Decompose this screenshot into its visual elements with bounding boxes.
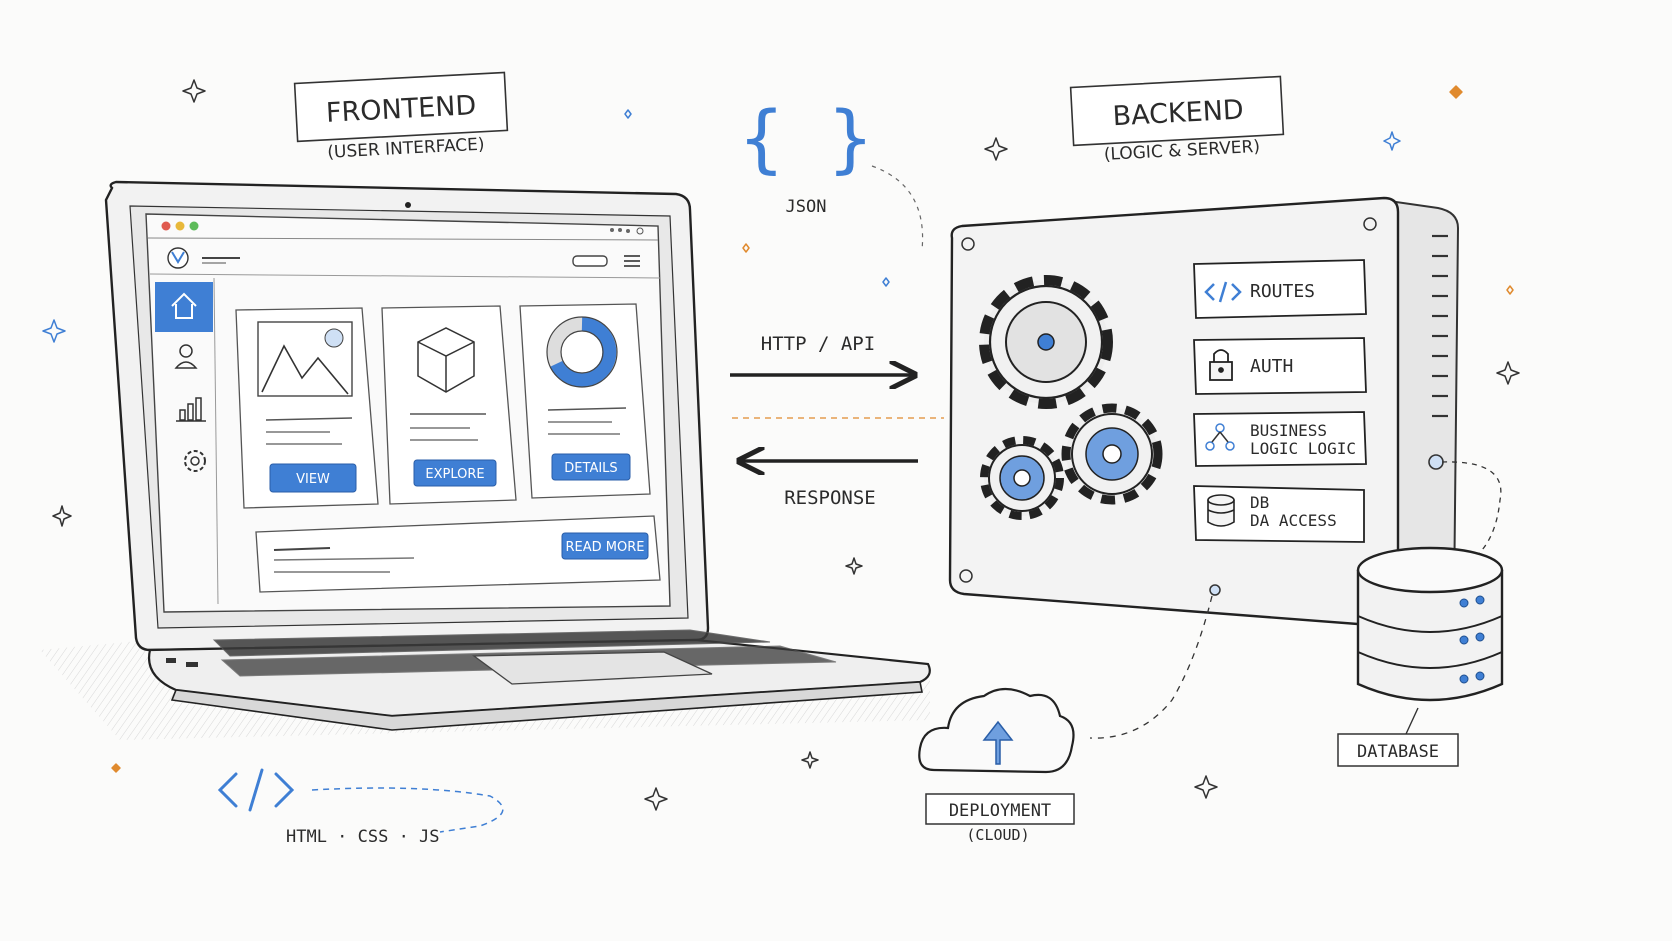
bar-chart-icon — [179, 409, 186, 421]
code-icon — [217, 768, 295, 812]
cube-icon — [417, 327, 475, 393]
deployment-label: DEPLOYMENT — [949, 801, 1051, 821]
network-icon — [1205, 423, 1235, 451]
module-db-access: DB DA ACCESS — [1193, 485, 1365, 543]
backend-label: BACKEND (LOGIC & SERVER) — [1069, 75, 1285, 165]
menu-icon[interactable] — [624, 255, 640, 267]
gear-large-icon — [979, 275, 1113, 409]
request-label: HTTP / API — [761, 333, 875, 355]
sparkle-icon — [801, 751, 819, 769]
gear-small-left-icon — [980, 436, 1064, 520]
module-routes-label: ROUTES — [1250, 281, 1315, 302]
view-button-label: VIEW — [296, 472, 330, 487]
explore-button-label: EXPLORE — [425, 467, 484, 482]
browser-window: VIEW EXPLORE — [145, 213, 671, 613]
decorative-sparkles — [42, 79, 1520, 811]
module-db-label-1: DB — [1250, 493, 1269, 512]
request-flow: HTTP / API — [730, 333, 912, 375]
sidebar-item-home[interactable] — [155, 282, 213, 332]
tech-stack-label: HTML · CSS · JS — [286, 827, 440, 847]
cloud-icon — [918, 687, 1075, 774]
deployment-sublabel: (CLOUD) — [966, 826, 1029, 844]
lock-icon — [1209, 349, 1233, 381]
sidebar-item-analytics[interactable] — [176, 397, 206, 422]
view-button[interactable] — [269, 463, 357, 493]
module-auth-label: AUTH — [1250, 356, 1293, 377]
sparkle-icon — [1449, 85, 1463, 99]
module-business-logic: BUSINESS LOGIC LOGIC — [1193, 411, 1367, 467]
gear-small-right-icon — [1061, 403, 1163, 505]
card-cube: EXPLORE — [381, 305, 517, 505]
read-more-button-label: READ MORE — [566, 540, 645, 555]
sparkle-icon — [111, 763, 121, 773]
json-payload: { } JSON — [739, 96, 924, 251]
sparkle-icon — [644, 787, 668, 811]
camera-icon — [405, 202, 411, 208]
card-donut: DETAILS — [519, 303, 651, 499]
sparkle-icon — [1383, 131, 1401, 151]
sidebar-item-settings[interactable] — [184, 450, 206, 472]
home-icon — [171, 292, 197, 319]
app-logo[interactable] — [167, 247, 189, 269]
server-port-icon — [1428, 454, 1444, 470]
module-routes: ROUTES — [1193, 259, 1367, 319]
database-icon — [1207, 494, 1235, 527]
sparkle-icon — [845, 557, 863, 575]
sparkle-icon — [1194, 775, 1218, 799]
card-image: VIEW — [235, 307, 379, 509]
sparkle-icon — [1496, 361, 1520, 385]
database-label-box: DATABASE — [1337, 733, 1459, 767]
sparkle-icon — [1506, 285, 1514, 295]
upload-arrow-icon — [982, 720, 1014, 765]
frontend-label: FRONTEND (USER INTERFACE) — [293, 71, 509, 163]
window-minimize-dot[interactable] — [175, 221, 185, 231]
sparkle-icon — [984, 137, 1008, 161]
sidebar-item-profile[interactable] — [174, 344, 198, 369]
backend-title: BACKEND — [1112, 94, 1245, 132]
donut-chart-icon — [546, 316, 618, 388]
gear-icon — [184, 450, 206, 472]
sparkle-icon — [52, 505, 72, 527]
deployment-label-box: DEPLOYMENT (CLOUD) — [925, 793, 1075, 844]
sparkle-icon — [882, 277, 890, 287]
details-button[interactable] — [551, 453, 631, 481]
module-auth: AUTH — [1193, 337, 1367, 395]
response-flow: RESPONSE — [742, 461, 918, 509]
read-more-button[interactable] — [561, 532, 649, 560]
database-label: DATABASE — [1357, 742, 1439, 762]
database-cylinder — [1356, 546, 1504, 735]
sparkle-icon — [624, 109, 632, 119]
sparkle-icon — [182, 79, 206, 103]
frontend-tech: HTML · CSS · JS — [217, 768, 504, 847]
explore-button[interactable] — [413, 459, 497, 487]
details-button-label: DETAILS — [564, 461, 617, 476]
sparkle-icon — [42, 319, 66, 343]
module-db-label-2: DA ACCESS — [1250, 511, 1337, 530]
window-close-dot[interactable] — [161, 221, 171, 231]
code-icon — [1204, 281, 1242, 303]
search-input[interactable] — [572, 255, 608, 267]
user-icon — [179, 344, 193, 358]
banner-card: READ MORE — [255, 515, 661, 593]
json-label: JSON — [786, 197, 827, 217]
response-label: RESPONSE — [784, 487, 876, 509]
window-maximize-dot[interactable] — [189, 221, 199, 231]
sparkle-icon — [742, 243, 750, 253]
json-braces-icon: { } — [739, 96, 873, 182]
module-business-label-1: BUSINESS — [1250, 421, 1327, 440]
module-business-label-2: LOGIC LOGIC — [1250, 439, 1356, 458]
